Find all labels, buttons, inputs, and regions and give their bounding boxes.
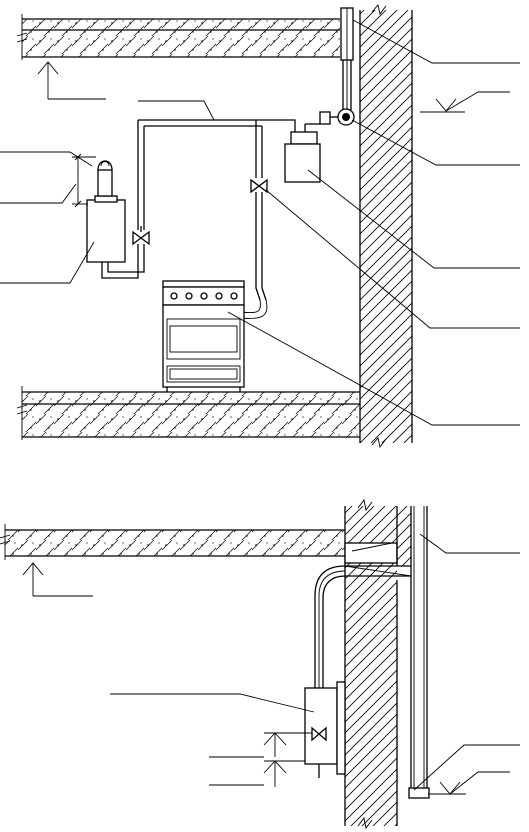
dimension-heater-flue [72,153,96,208]
flexible-hose [241,299,268,319]
lower-section [0,498,520,830]
level-mark-upper-right [420,91,510,113]
leaders-upper [0,19,520,426]
lower-ceiling-slab [0,524,345,560]
water-heater-lower [304,681,346,778]
gas-meter [284,111,338,183]
leaders-lower [110,533,520,791]
upper-floor-slab [16,386,360,440]
upper-section [0,4,520,449]
gas-distribution-pipe [137,119,296,230]
valve-stove [250,178,268,194]
pipe-to-stove [255,192,261,301]
pipe-to-heater [101,244,139,279]
level-mark-lower-left [22,562,93,597]
water-heater-upper [86,160,126,263]
gas-stove [162,280,245,392]
pipe-to-stove-inner [261,192,267,301]
pipe-to-heater-inner [107,244,145,273]
lower-wall [344,498,398,830]
level-mark-upper-left [37,61,106,100]
chimney-duct [396,506,430,799]
level-mark-lower-right [428,771,510,795]
flue-connector [314,565,412,700]
dimension-lower [263,732,312,787]
upper-ceiling-slab [16,14,340,60]
upper-wall [359,4,413,449]
gas-riser [337,7,355,126]
valve-water-heater [132,226,150,246]
